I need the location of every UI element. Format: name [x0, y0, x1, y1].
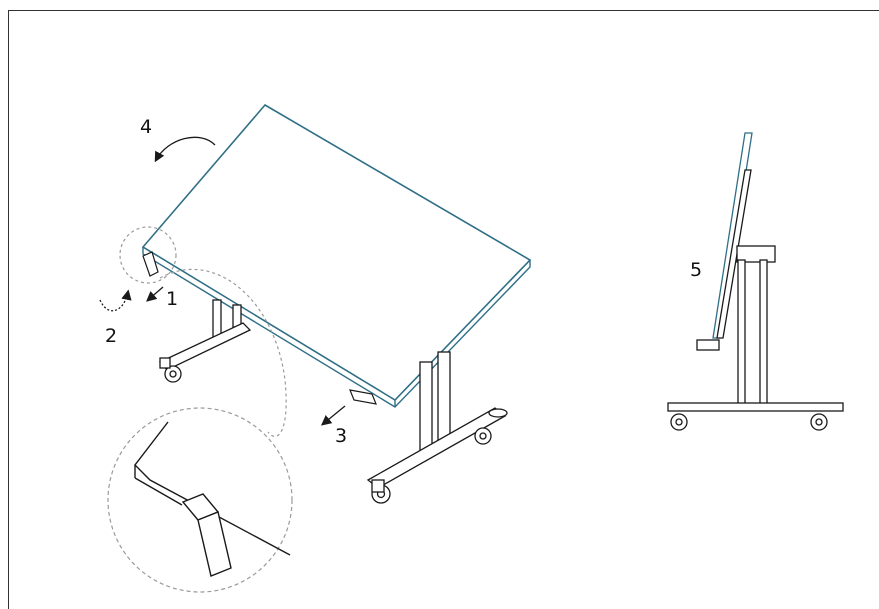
side-view-folded — [667, 132, 844, 431]
callout-2: 2 — [105, 325, 117, 347]
release-lever-right — [349, 389, 377, 405]
callout-1: 1 — [166, 288, 178, 310]
magnified-detail — [107, 407, 293, 593]
left-leg — [158, 299, 252, 383]
right-leg — [366, 351, 508, 504]
detail-circle-small — [119, 226, 177, 284]
tabletop — [141, 103, 532, 408]
release-lever-left — [142, 251, 159, 277]
callout-5: 5 — [690, 259, 702, 281]
diagram-frame — [8, 10, 879, 609]
main-table-view — [119, 103, 532, 504]
callout-4: 4 — [140, 116, 152, 138]
callout-3: 3 — [335, 425, 347, 447]
motion-arrows — [99, 136, 346, 426]
